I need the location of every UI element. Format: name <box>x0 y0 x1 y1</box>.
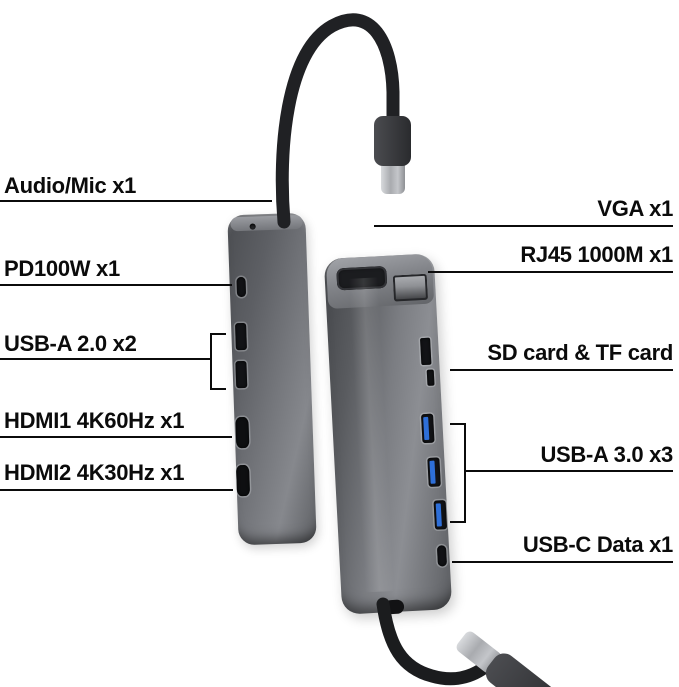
usb-c-plug-bottom-body <box>485 653 569 687</box>
usb-c-plug-top-body <box>374 116 411 166</box>
label-pd100w: PD100W x1 <box>4 256 120 281</box>
callout-line-audio-mic <box>0 200 272 202</box>
usb-c-cable-bottom <box>376 597 498 686</box>
callout-line-hdmi2 <box>0 489 233 491</box>
callout-line-rj45 <box>428 271 673 273</box>
callout-bracket-usb-a-3 <box>464 423 466 523</box>
callout-line-usb-a-2 <box>0 358 210 360</box>
label-usb-a-3: USB-A 3.0 x3 <box>540 442 673 467</box>
callout-line-hdmi1 <box>0 436 232 438</box>
callout-line-sd-tf <box>450 369 673 371</box>
label-hdmi1: HDMI1 4K60Hz x1 <box>4 408 185 433</box>
callout-tick-usb-a-3-top <box>450 423 466 425</box>
label-hdmi2: HDMI2 4K30Hz x1 <box>4 460 185 485</box>
label-usb-c-data: USB-C Data x1 <box>522 532 673 557</box>
usb-c-cable-top <box>275 13 400 229</box>
callout-line-usb-c-data <box>452 561 673 563</box>
callout-line-pd100w <box>0 284 232 286</box>
callout-tick-usb-a-3-bottom <box>450 521 466 523</box>
callout-line-usb-a-3 <box>464 470 673 472</box>
label-vga: VGA x1 <box>597 196 673 221</box>
label-usb-a-2: USB-A 2.0 x2 <box>4 331 137 356</box>
callout-bracket-usb-a-2 <box>210 333 212 390</box>
usb-c-plug-bottom-metal-tip <box>456 631 502 673</box>
label-sd-tf: SD card & TF card <box>487 340 673 365</box>
usb-c-plug-top-metal-tip <box>381 158 405 194</box>
callout-tick-usb-a-2-bottom <box>210 388 226 390</box>
callout-tick-usb-a-2-top <box>210 333 226 335</box>
usb-c-plug-bottom <box>456 631 569 687</box>
label-rj45: RJ45 1000M x1 <box>520 242 673 267</box>
label-audio-mic: Audio/Mic x1 <box>4 173 137 198</box>
callout-line-vga <box>374 225 673 227</box>
